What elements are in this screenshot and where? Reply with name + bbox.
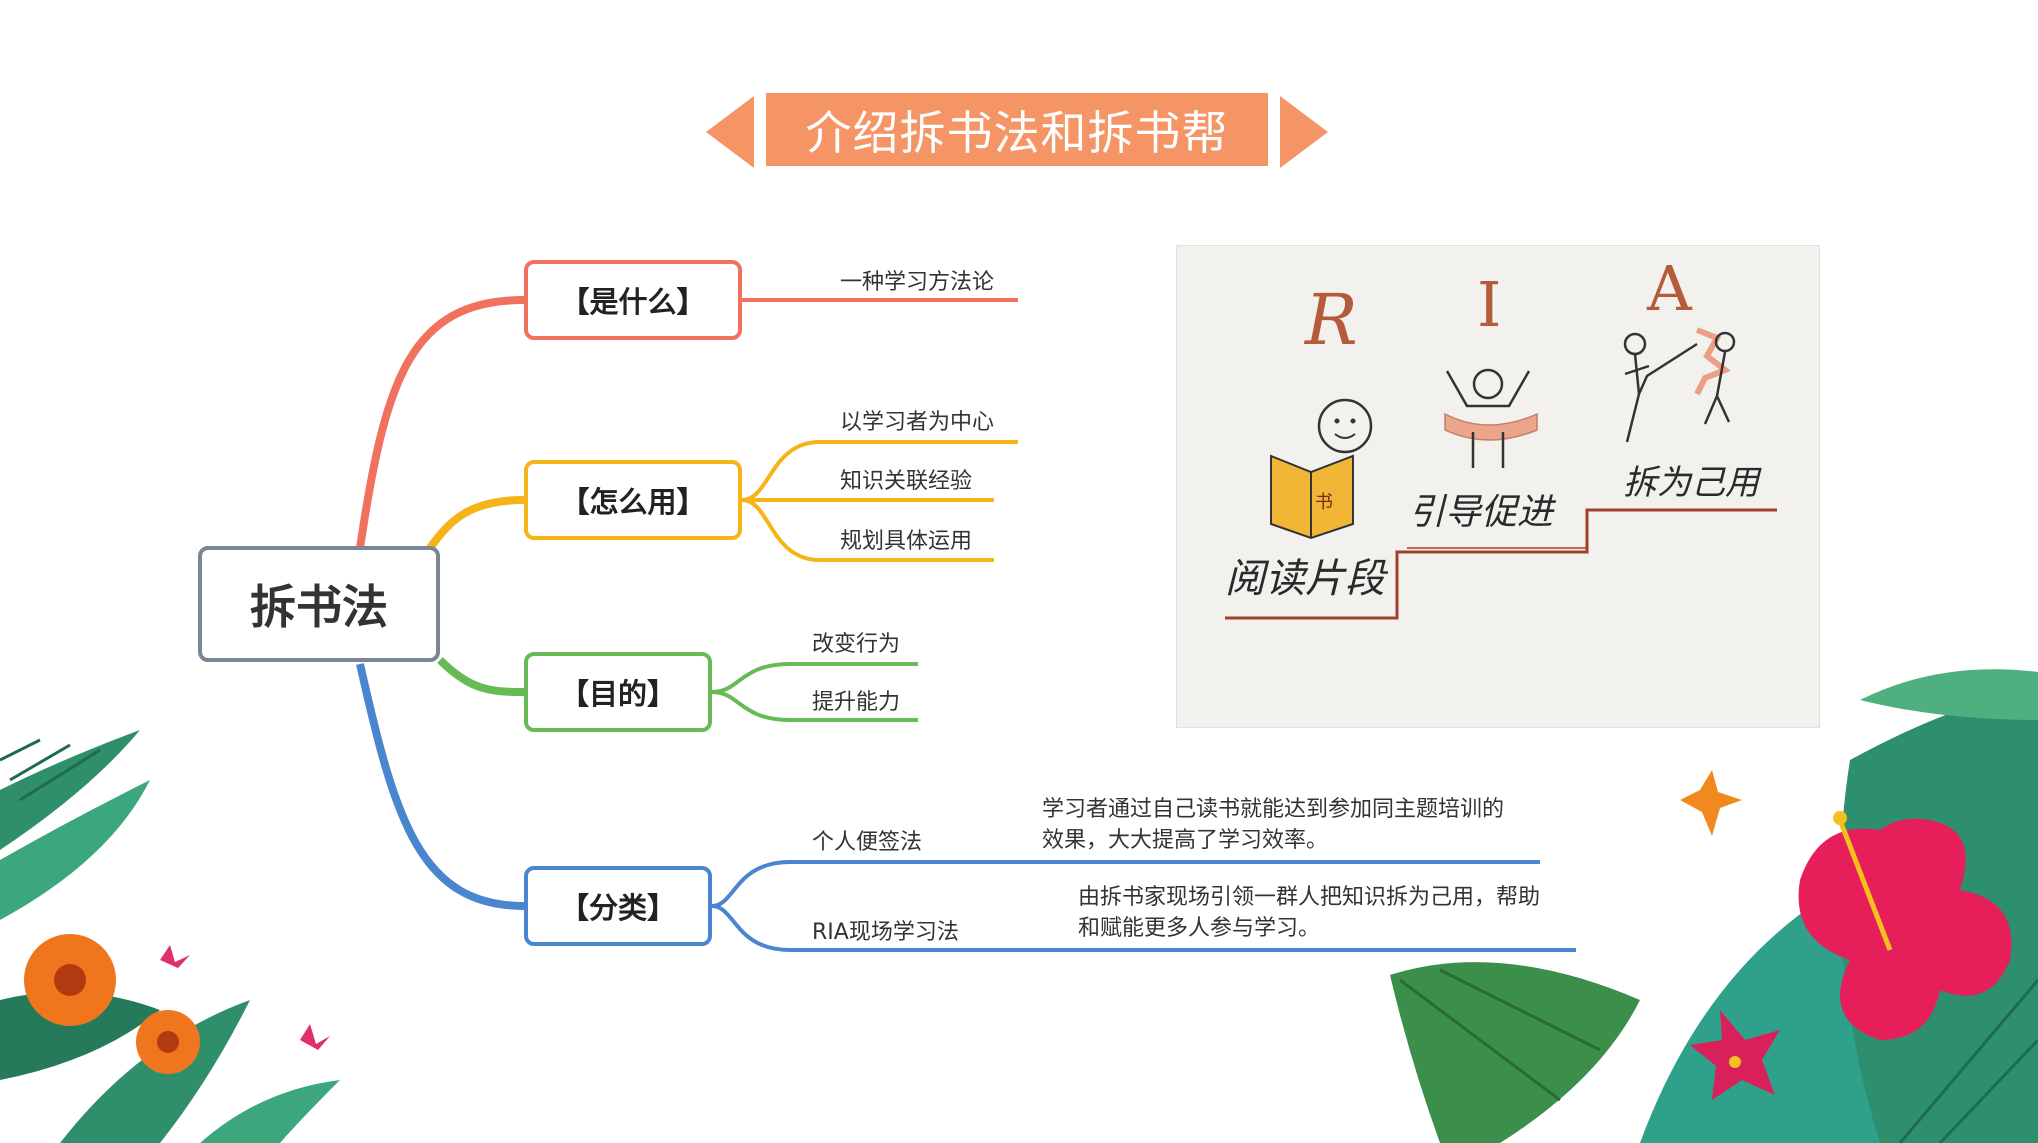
sprig-icon [300, 1024, 330, 1050]
leaf-what-0: 一种学习方法论 [840, 270, 995, 295]
leaf-goal-0: 改变行为 [812, 632, 901, 657]
leaf-line-goal-1 [711, 690, 918, 722]
leaf-line-type-1 [711, 904, 1576, 952]
leaf-line-goal-0 [711, 662, 918, 694]
leaf-how-2: 规划具体运用 [840, 529, 973, 554]
ria-letter-i: I [1477, 268, 1502, 341]
leaf-type-1-desc-line-1: 由拆书家现场引领一群人把知识拆为己用，帮助 [1078, 885, 1541, 910]
branch-node-goal: 【目的】 [524, 652, 712, 732]
leaf-type-0-desc-line-2: 效果，大大提高了学习效率。 [1042, 828, 1329, 853]
page-title: 介绍拆书法和拆书帮 [766, 93, 1268, 166]
connector-goal [437, 657, 525, 696]
leaf-type-1-name: RIA现场学习法 [812, 920, 959, 945]
leaf-type-0-name: 个人便签法 [812, 830, 923, 855]
title-left-arrow-icon [706, 96, 754, 168]
leaf-type-1-desc-line-2: 和赋能更多人参与学习。 [1078, 916, 1321, 941]
leaf-line-how-0 [741, 440, 1018, 502]
leaf-goal-1: 提升能力 [812, 690, 901, 715]
title-right-arrow-icon [1280, 96, 1328, 168]
mindmap-root-node: 拆书法 [198, 546, 440, 662]
leaf-type-1-desc: 由拆书家现场引领一群人把知识拆为己用，帮助 和赋能更多人参与学习。 [1078, 882, 1540, 944]
hibiscus-flower-icon [1690, 811, 2012, 1100]
branch-node-type: 【分类】 [524, 866, 712, 946]
ria-step-guide: 引导促进 [1409, 492, 1557, 533]
leaf-how-1: 知识关联经验 [840, 469, 973, 494]
ria-stairs [1225, 508, 1777, 620]
connector-type [356, 663, 525, 910]
sprig-icon [160, 945, 190, 968]
ria-book-text: 书 [1315, 492, 1333, 513]
branch-node-what: 【是什么】 [524, 260, 742, 340]
flower-left-icon [24, 934, 200, 1074]
branch-node-how: 【怎么用】 [524, 460, 742, 540]
leaf-type-0-desc: 学习者通过自己读书就能达到参加同主题培训的 效果，大大提高了学习效率。 [1042, 794, 1504, 856]
ria-guide-figure-icon [1472, 368, 1504, 400]
ria-letter-r: R [1303, 279, 1358, 361]
leaf-type-0-desc-line-1: 学习者通过自己读书就能达到参加同主题培训的 [1042, 797, 1505, 822]
leaf-line-type-0 [711, 860, 1540, 908]
ria-smiley-icon [1317, 398, 1373, 454]
orange-leaf-icon [1680, 770, 1742, 836]
leaf-how-0: 以学习者为中心 [840, 410, 995, 435]
ria-step-read: 阅读片段 [1225, 556, 1389, 602]
ria-letter-a: A [1646, 252, 1693, 325]
connector-what [356, 296, 525, 549]
connector-how [426, 496, 525, 551]
palm-leaf-left-icon [0, 730, 340, 1143]
ria-step-apply: 拆为己用 [1623, 463, 1762, 503]
ria-illustration: R I A 书 阅读片段 引导促进 拆为己用 [1176, 245, 1820, 728]
leaf-line-how-2 [741, 498, 994, 562]
